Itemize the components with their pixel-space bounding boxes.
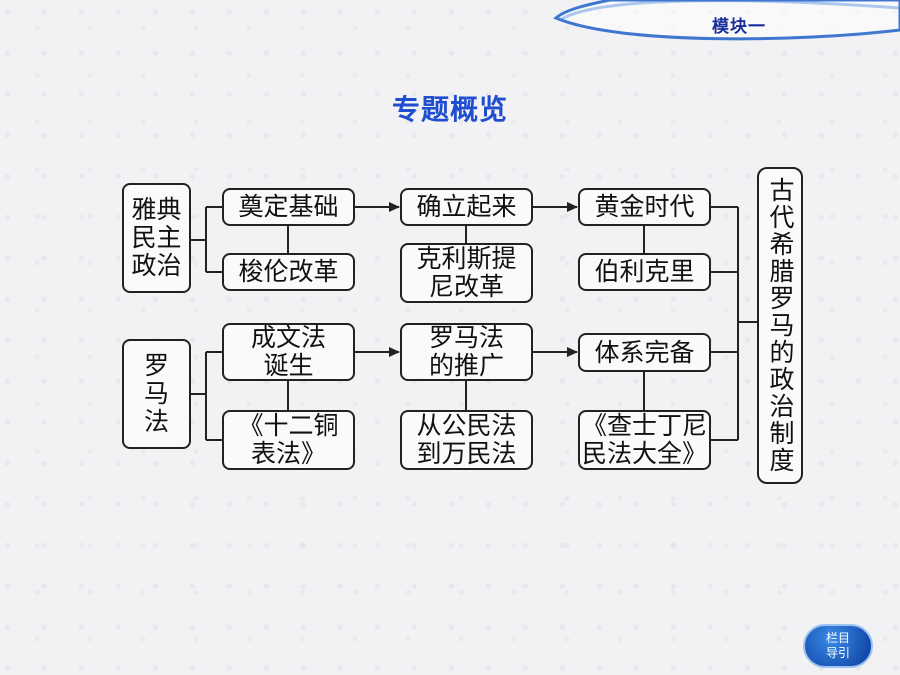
node-golden-age: 黄金时代 (578, 188, 711, 226)
node-cleisthenes-reform: 克利斯提 尼改革 (400, 243, 533, 303)
node-civil-to-nations-law: 从公民法 到万民法 (400, 410, 533, 470)
conclusion-text: 古代希腊罗马的政治制度 (766, 177, 795, 474)
node-system-complete: 体系完备 (578, 333, 711, 372)
conclusion-box: 古代希腊罗马的政治制度 (757, 167, 803, 484)
rome-label-line: 罗 (143, 351, 169, 380)
roman-law-box: 罗 马 法 (122, 339, 191, 449)
node-written-law: 成文法 诞生 (222, 323, 355, 381)
header-band (553, 0, 900, 41)
node-justinian-code: 《查士丁尼 民法大全》 (578, 410, 711, 470)
node-law-spread: 罗马法 的推广 (400, 323, 533, 381)
nav-line: 导引 (825, 646, 850, 660)
node-solon-reform: 梭伦改革 (222, 253, 355, 291)
athens-label-line: 政治 (131, 251, 182, 280)
athens-democracy-box: 雅典 民主 政治 (122, 183, 191, 293)
node-pericles: 伯利克里 (578, 253, 711, 291)
page-title: 专题概览 (391, 93, 508, 126)
section-guide-button[interactable]: 栏目 导引 (803, 624, 873, 668)
rome-label-line: 法 (143, 407, 169, 436)
nav-line: 栏目 (825, 631, 850, 645)
node-established: 确立起来 (400, 188, 533, 226)
module-label: 模块一 (712, 17, 766, 37)
node-foundation: 奠定基础 (222, 188, 355, 226)
node-twelve-tables: 《十二铜 表法》 (222, 410, 355, 470)
rome-label-line: 马 (143, 379, 169, 408)
athens-label-line: 民主 (131, 223, 182, 252)
athens-label-line: 雅典 (131, 195, 182, 224)
